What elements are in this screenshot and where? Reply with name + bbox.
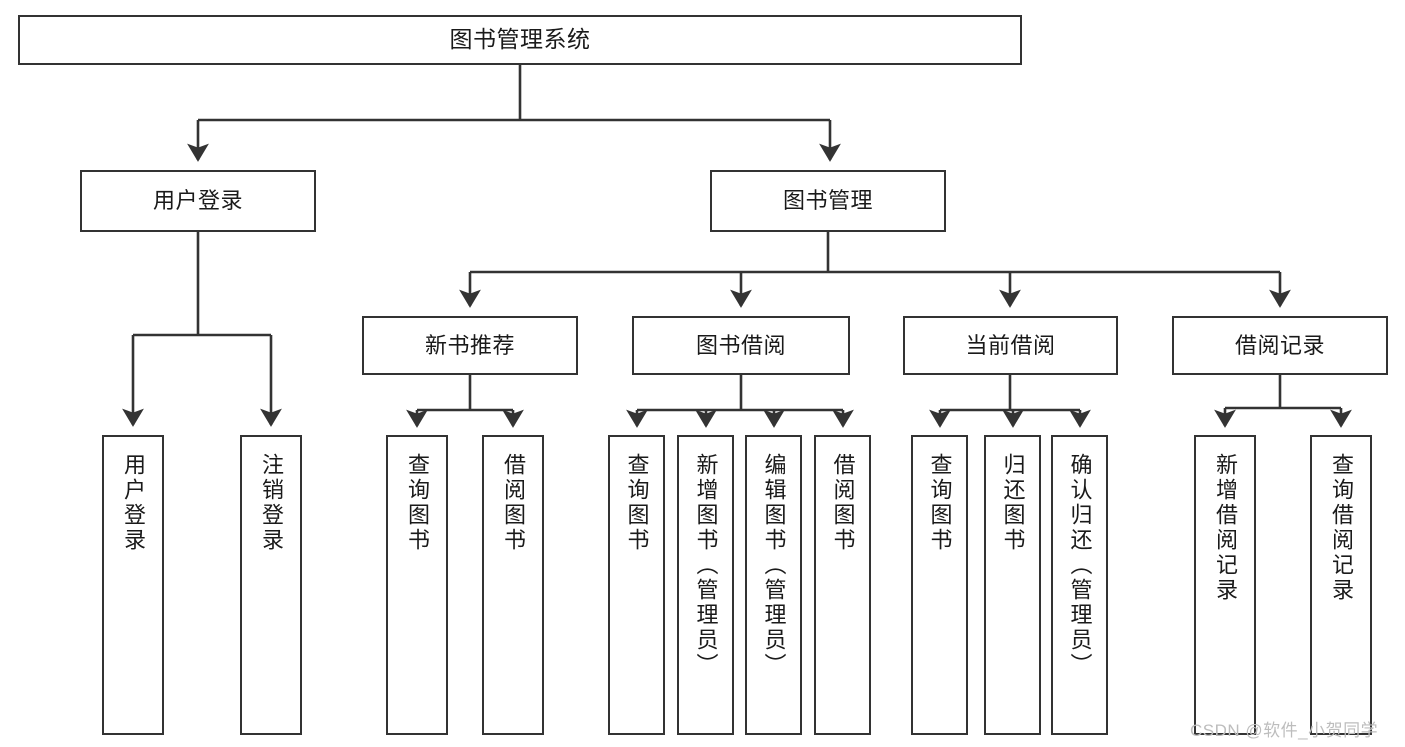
leaf-query-borrow-record[interactable]: 查询借阅记录 (1310, 435, 1372, 735)
node-root[interactable]: 图书管理系统 (18, 15, 1022, 65)
leaf-query-book-recommend[interactable]: 查询图书 (386, 435, 448, 735)
node-borrow-records-label: 借阅记录 (1234, 332, 1325, 358)
leaf-borrow-book-label: 借阅图书 (830, 453, 856, 553)
node-user-login[interactable]: 用户登录 (80, 170, 316, 232)
leaf-logout-label: 注销登录 (258, 453, 284, 553)
leaf-query-book-borrow[interactable]: 查询图书 (608, 435, 665, 735)
leaf-borrow-book-recommend-label: 借阅图书 (500, 453, 526, 553)
node-new-book-recommend-label: 新书推荐 (424, 332, 515, 358)
leaf-borrow-book-recommend[interactable]: 借阅图书 (482, 435, 544, 735)
node-user-login-label: 用户登录 (152, 188, 243, 214)
csdn-watermark: CSDN @软件_小贺同学 (1190, 721, 1379, 740)
node-borrow-records[interactable]: 借阅记录 (1172, 316, 1388, 375)
leaf-query-book-recommend-label: 查询图书 (404, 453, 430, 553)
leaf-add-borrow-record-label: 新增借阅记录 (1212, 453, 1238, 603)
node-root-label: 图书管理系统 (449, 26, 591, 53)
node-book-management[interactable]: 图书管理 (710, 170, 946, 232)
leaf-return-book-label: 归还图书 (1000, 453, 1026, 553)
node-current-borrow-label: 当前借阅 (965, 332, 1056, 358)
node-book-management-label: 图书管理 (782, 188, 873, 214)
leaf-query-borrow-record-label: 查询借阅记录 (1328, 453, 1354, 603)
leaf-confirm-return-admin[interactable]: 确认归还（管理员） (1051, 435, 1108, 735)
leaf-edit-book-admin[interactable]: 编辑图书（管理员） (745, 435, 802, 735)
leaf-add-book-admin[interactable]: 新增图书（管理员） (677, 435, 734, 735)
leaf-borrow-book[interactable]: 借阅图书 (814, 435, 871, 735)
leaf-user-login[interactable]: 用户登录 (102, 435, 164, 735)
leaf-add-book-admin-label: 新增图书（管理员） (693, 453, 719, 678)
leaf-query-book-current-label: 查询图书 (927, 453, 953, 553)
leaf-user-login-label: 用户登录 (120, 453, 146, 553)
node-current-borrow[interactable]: 当前借阅 (903, 316, 1118, 375)
leaf-edit-book-admin-label: 编辑图书（管理员） (761, 453, 787, 678)
leaf-query-book-current[interactable]: 查询图书 (911, 435, 968, 735)
node-new-book-recommend[interactable]: 新书推荐 (362, 316, 578, 375)
leaf-logout[interactable]: 注销登录 (240, 435, 302, 735)
node-book-borrow-label: 图书借阅 (695, 332, 786, 358)
leaf-return-book[interactable]: 归还图书 (984, 435, 1041, 735)
leaf-query-book-borrow-label: 查询图书 (624, 453, 650, 553)
leaf-confirm-return-admin-label: 确认归还（管理员） (1067, 453, 1093, 678)
node-book-borrow[interactable]: 图书借阅 (632, 316, 850, 375)
leaf-add-borrow-record[interactable]: 新增借阅记录 (1194, 435, 1256, 735)
